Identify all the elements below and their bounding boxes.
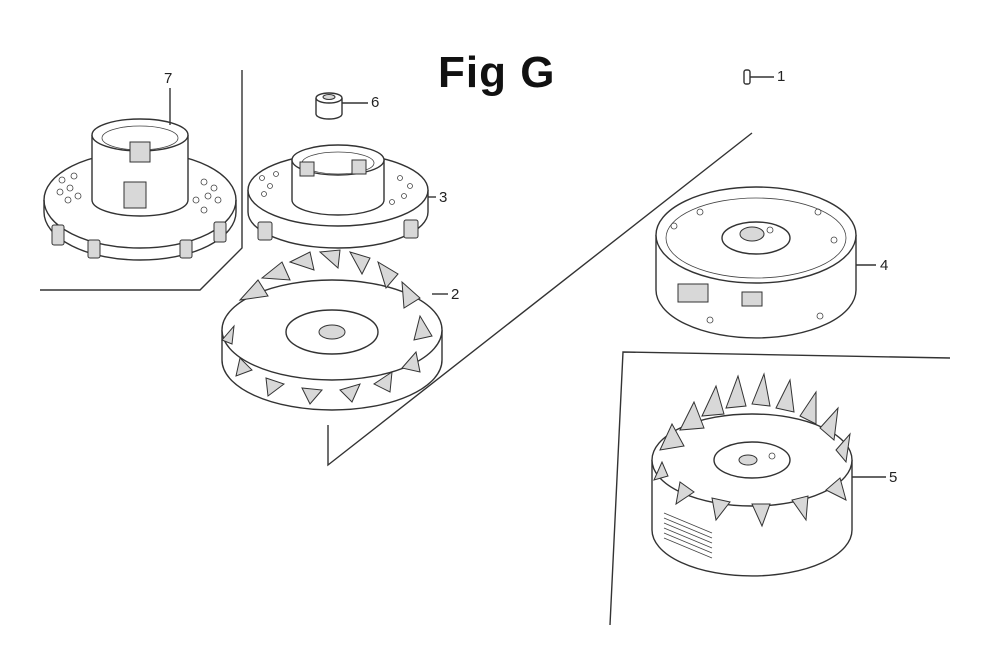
callout-6: 6 [371, 94, 380, 111]
part-3-starter-pulley [247, 144, 429, 249]
callout-3: 3 [439, 189, 448, 206]
callout-4: 4 [880, 257, 889, 274]
callout-2: 2 [451, 286, 460, 303]
part-4-flywheel [655, 186, 857, 339]
callout-1: 1 [777, 68, 786, 85]
frame-lines [40, 70, 951, 626]
leader-lines [169, 76, 886, 478]
callout-7: 7 [164, 70, 173, 87]
part-2-cooling-fan [221, 249, 443, 411]
part-6-nut [315, 92, 343, 120]
callout-5: 5 [889, 469, 898, 486]
figure-title: Fig G [438, 48, 556, 97]
part-5-flywheel-fan [651, 372, 853, 577]
part-7-adapter [43, 118, 237, 261]
part-1-key [743, 69, 751, 85]
